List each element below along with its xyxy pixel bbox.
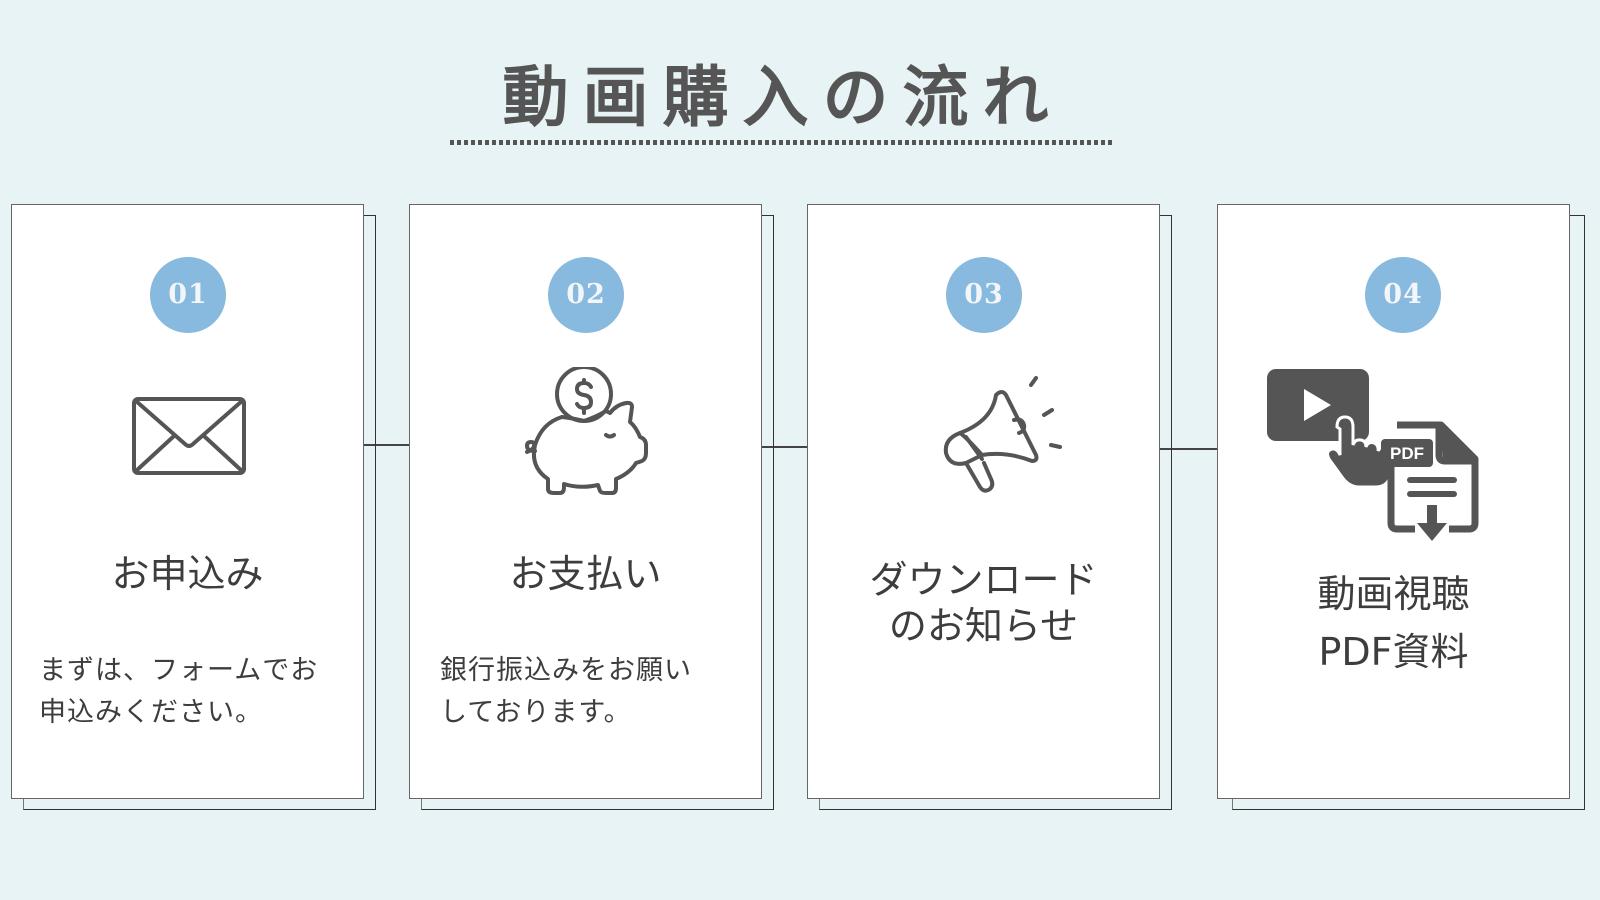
step-card-2: 02 お支払い 銀行振込みをお願い しております。: [409, 204, 762, 799]
connector-2-3: [761, 446, 807, 448]
title-line: PDF資料: [1318, 630, 1469, 674]
title-line: ダウンロード: [869, 558, 1098, 602]
step-card-4: 04 PDF 動画視聴 PDF資料: [1217, 204, 1570, 799]
description-line: 申込みください。: [39, 697, 263, 728]
step-title: お支払い: [509, 552, 662, 596]
step-number-badge: 04: [1365, 257, 1441, 333]
page-title: 動画購入の流れ: [502, 59, 1063, 136]
title-dotted-underline: [450, 140, 1115, 145]
step-card-1: 01 お申込み まずは、フォームでお 申込みください。: [11, 204, 364, 799]
title-line: 動画視聴: [1317, 572, 1470, 616]
description-line: 銀行振込みをお願い: [440, 655, 692, 686]
connector-3-4: [1159, 448, 1217, 450]
megaphone-icon: [943, 376, 1062, 493]
piggy-bank-icon: [525, 367, 648, 495]
video-play-tap-icon: [1267, 369, 1394, 489]
step-title: お申込み: [111, 552, 264, 596]
step-number-badge: 02: [548, 257, 624, 333]
pdf-download-icon: PDF: [1381, 421, 1479, 541]
step-card-3: 03 ダウンロード のお知らせ: [807, 204, 1160, 799]
title-line: のお知らせ: [888, 604, 1079, 648]
step-description: 銀行振込みをお願い しております。: [440, 650, 741, 734]
step-title: 動画視聴 PDF資料: [1218, 565, 1569, 681]
pdf-label: PDF: [1390, 444, 1424, 463]
connector-1-2: [363, 444, 409, 446]
step-title: ダウンロード のお知らせ: [808, 557, 1159, 649]
description-line: まずは、フォームでお: [39, 655, 319, 686]
step-description: まずは、フォームでお 申込みください。: [39, 650, 343, 734]
step-number-badge: 03: [946, 257, 1022, 333]
description-line: しております。: [440, 697, 632, 728]
envelope-icon: [132, 397, 246, 475]
step-number-badge: 01: [150, 257, 226, 333]
